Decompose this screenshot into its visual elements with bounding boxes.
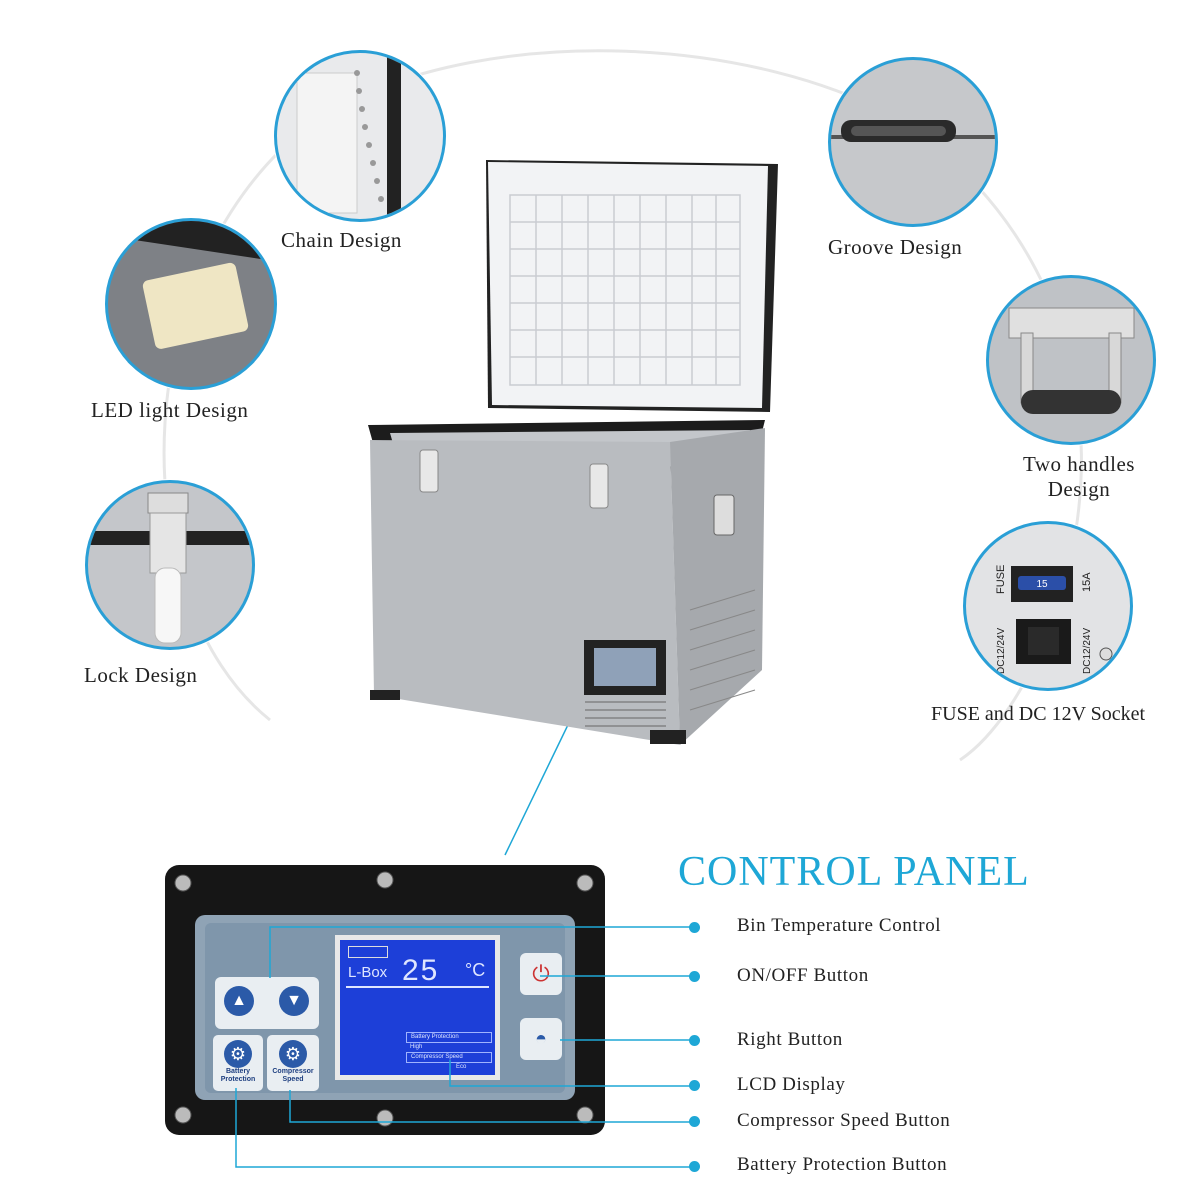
- handles-label-line1: Two handles: [1023, 452, 1135, 476]
- fuse-socket-label: FUSE and DC 12V Socket: [931, 703, 1146, 725]
- gear-icon: ⚙: [224, 1040, 252, 1068]
- callout-bin-temperature: Bin Temperature Control: [737, 915, 942, 936]
- lcd-display: L-Box 25 °C Battery Protection High Comp…: [335, 935, 500, 1080]
- battery-icon: [348, 946, 388, 958]
- callout-dot: [689, 1035, 700, 1046]
- right-button[interactable]: ◓: [520, 1018, 562, 1060]
- lcd-compressor-speed: Compressor Speed: [406, 1052, 492, 1063]
- power-button[interactable]: ⏻: [520, 953, 562, 995]
- lcd-unit: °C: [465, 960, 486, 980]
- up-arrow-button[interactable]: ▲: [224, 986, 254, 1016]
- callout-compressor-speed: Compressor Speed Button: [737, 1110, 951, 1131]
- lcd-battery-level: High: [410, 1044, 423, 1050]
- chain-design-label: Chain Design: [281, 228, 402, 252]
- dc-label-right: DC12/24V: [1082, 628, 1093, 674]
- fuse-socket-detail-image: 15 FUSE 15A DC12/24V DC12/24V: [963, 521, 1133, 691]
- callout-battery-protection: Battery Protection Button: [737, 1154, 948, 1175]
- fuse-rating: 15A: [1081, 572, 1093, 592]
- callout-dot: [689, 1080, 700, 1091]
- groove-design-label: Groove Design: [828, 235, 963, 259]
- fuse-text: FUSE: [995, 565, 1007, 594]
- compressor-speed-text: Compressor Speed: [272, 1068, 314, 1083]
- fridge-image: [368, 160, 778, 745]
- fuse-value: 15: [1036, 579, 1048, 590]
- control-panel-title: CONTROL PANEL: [678, 849, 1030, 895]
- callout-dot: [689, 922, 700, 933]
- gear-icon: ⚙: [279, 1040, 307, 1068]
- lcd-battery-protection: Battery Protection: [406, 1032, 492, 1043]
- compressor-speed-button[interactable]: ⚙ Compressor Speed: [267, 1035, 319, 1091]
- led-detail-image: [105, 218, 277, 390]
- battery-protection-button[interactable]: ⚙ Battery Protection: [213, 1035, 263, 1091]
- callout-right-button: Right Button: [737, 1029, 843, 1050]
- battery-protection-text: Battery Protection: [220, 1068, 256, 1083]
- lock-design-label: Lock Design: [84, 663, 198, 687]
- control-panel-image: ▲ ▼ ⚙ Battery Protection ⚙ Compressor Sp…: [165, 865, 605, 1135]
- temperature-buttons: ▲ ▼: [215, 977, 319, 1029]
- lcd-speed-mode: Eco: [456, 1064, 467, 1070]
- groove-detail-image: [828, 57, 998, 227]
- callout-dot: [689, 971, 700, 982]
- lcd-temperature: 25: [402, 954, 440, 987]
- led-light-design-label: LED light Design: [91, 398, 249, 422]
- two-handles-design-label: Two handles Design: [1004, 452, 1154, 502]
- handles-label-line2: Design: [1047, 477, 1111, 501]
- dc-label-left: DC12/24V: [996, 628, 1007, 674]
- lcd-brand: L-Box: [348, 964, 388, 981]
- callout-dot: [689, 1116, 700, 1127]
- handle-detail-image: [986, 275, 1156, 445]
- chain-detail-image: [274, 50, 446, 222]
- lock-detail-image: [85, 480, 255, 650]
- callout-lcd-display: LCD Display: [737, 1074, 846, 1095]
- callout-on-off: ON/OFF Button: [737, 965, 869, 986]
- down-arrow-button[interactable]: ▼: [279, 986, 309, 1016]
- callout-dot: [689, 1161, 700, 1172]
